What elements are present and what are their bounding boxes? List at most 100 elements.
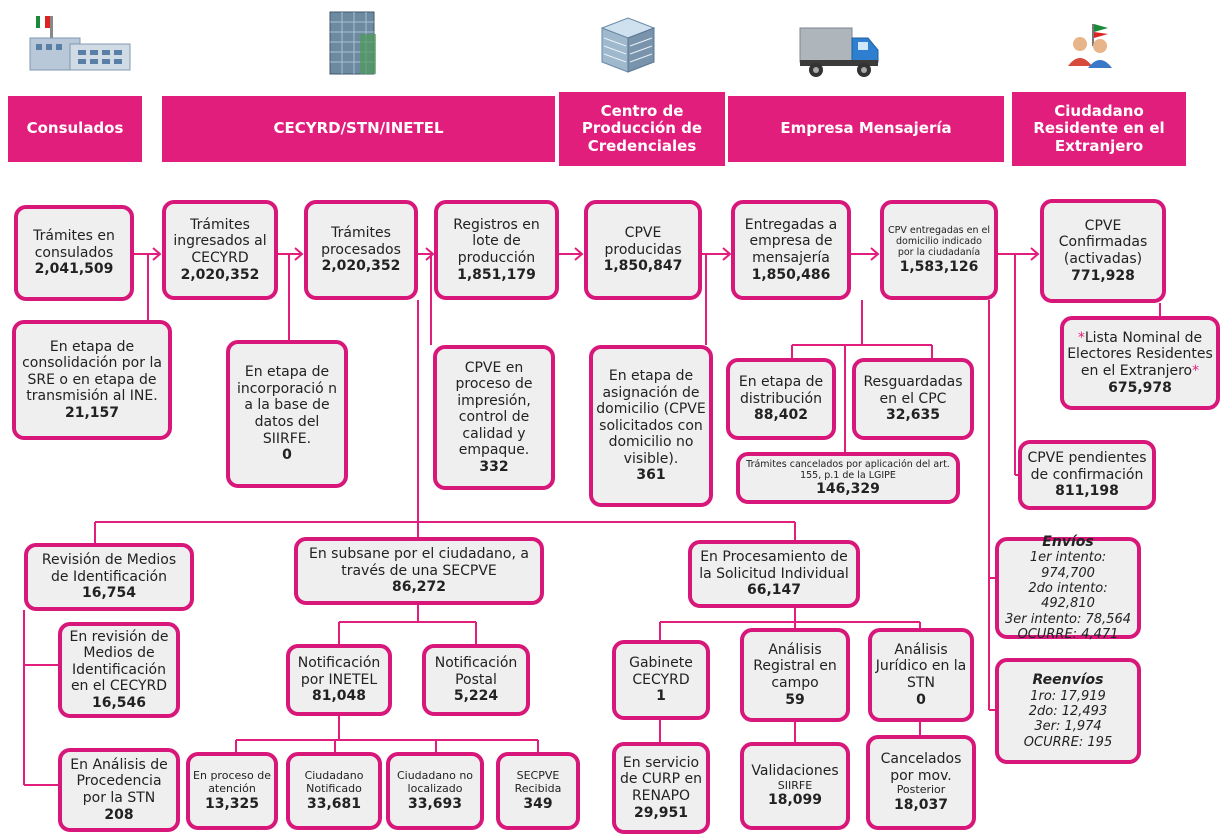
header-ciudadano: Ciudadano Residente en el Extranjero: [1012, 92, 1186, 166]
box-label: Ciudadano no localizado: [396, 768, 474, 795]
box-value: 1,583,126: [899, 258, 979, 275]
header-empresa: Empresa Mensajería: [728, 96, 1004, 162]
box-value: 361: [636, 467, 666, 484]
box-value: 18,099: [767, 792, 823, 809]
box-label: Trámites procesados: [321, 225, 401, 258]
box-value: 86,272: [391, 579, 447, 596]
box-value: 0: [916, 691, 926, 708]
reenvios-title: Reenvíos: [1032, 672, 1104, 689]
reenvios-line: 2do: 12,493: [1028, 703, 1108, 719]
reenvios-line: OCURRE: 195: [1023, 734, 1113, 750]
box-label: Trámites en consulados: [33, 228, 115, 261]
box-value: 33,693: [407, 795, 463, 812]
box-value: 13,325: [204, 795, 260, 812]
envios-line: OCURRE: 4,471: [1017, 626, 1119, 642]
box-value: 675,978: [1108, 379, 1172, 396]
box-label: Resguardadas en el CPC: [863, 374, 963, 407]
box-label: En proceso de atención: [193, 768, 271, 795]
box-value: 349: [523, 795, 553, 812]
box-value: 88,402: [753, 407, 809, 424]
envios-line: 1er intento: 974,700: [1029, 550, 1107, 581]
box-value: 18,037: [893, 797, 949, 814]
box-label: Revisión de Medios de Identificación: [41, 552, 177, 585]
header-cecyrd: CECYRD/STN/INETEL: [162, 96, 555, 162]
box-label: Entregadas a empresa de mensajería: [744, 216, 838, 266]
box-label: Ciudadano Notificado: [304, 768, 364, 795]
proceso-atencion-box: En proceso de atención 13,325: [186, 752, 278, 830]
box-label: SECPVE Recibida: [514, 768, 562, 795]
citizens-flag-icon: [1068, 24, 1112, 68]
box-value: 21,157: [64, 404, 120, 421]
box-value: 208: [104, 806, 134, 823]
box-value: 1: [656, 688, 666, 705]
box-value: 33,681: [306, 795, 362, 812]
distribucion-box: En etapa de distribución 88,402: [726, 358, 836, 440]
lista-nominal-text: Lista Nominal de Electores Residentes en…: [1067, 329, 1213, 379]
box-value: 16,754: [81, 585, 137, 602]
analisis-registral-box: Análisis Registral en campo 59: [740, 628, 850, 722]
ciudadano-notificado-box: Ciudadano Notificado 33,681: [286, 752, 382, 830]
box-label: En etapa de asignación de domicilio (CPV…: [596, 368, 706, 467]
box-value: 0: [282, 447, 292, 464]
box-value: 2,020,352: [180, 266, 260, 283]
box-label: CPVE Confirmadas (activadas): [1058, 217, 1148, 267]
box-label: En servicio de CURP en RENAPO: [619, 754, 703, 804]
asterisk: *: [1192, 363, 1200, 379]
asterisk: *: [1077, 329, 1085, 346]
impresion-box: CPVE en proceso de impresión, control de…: [433, 345, 555, 490]
box-label: En etapa de distribución: [738, 374, 824, 407]
box-value: 1,851,179: [457, 266, 536, 283]
box-label: Trámites ingresados al CECYRD: [173, 216, 267, 266]
envios-line: 2do intento: 492,810: [1028, 580, 1108, 612]
box-value: 1,850,847: [603, 258, 683, 275]
envios-line: 3er intento: 78,564: [1005, 611, 1131, 627]
consulate-building-flag-icon: [29, 16, 131, 71]
box-value: 1,850,486: [751, 266, 831, 283]
cpv-entregadas-domicilio-box: CPV entregadas en el domicilio indicado …: [880, 200, 998, 300]
revision-cecyrd-box: En revisión de Medios de Identificación …: [58, 622, 180, 718]
servicio-curp-box: En servicio de CURP en RENAPO 29,951: [612, 742, 710, 834]
box-label: En revisión de Medios de Identificación …: [69, 628, 169, 695]
envios-box: Envíos 1er intento: 974,700 2do intento:…: [995, 534, 1141, 642]
box-label: Análisis Registral en campo: [753, 641, 837, 691]
box-label: En Procesamiento de la Solicitud Individ…: [699, 549, 849, 582]
production-building-icon: [600, 17, 656, 73]
box-label: Trámites cancelados por aplicación del a…: [746, 458, 950, 481]
entregadas-mensajeria-box: Entregadas a empresa de mensajería 1,850…: [731, 200, 851, 300]
box-value: 29,951: [633, 804, 689, 821]
procesamiento-box: En Procesamiento de la Solicitud Individ…: [688, 540, 860, 608]
box-sublabel: SIIRFE: [777, 778, 813, 792]
cpve-producidas-box: CPVE producidas 1,850,847: [584, 200, 702, 300]
reenvios-box: Reenvíos 1ro: 17,919 2do: 12,493 3er: 1,…: [995, 658, 1141, 764]
box-value: 2,041,509: [34, 261, 114, 278]
notificacion-postal-box: Notificación Postal 5,224: [422, 644, 530, 716]
box-value: 146,329: [816, 480, 880, 497]
resguardadas-box: Resguardadas en el CPC 32,635: [852, 358, 974, 440]
reenvios-line: 3er: 1,974: [1034, 719, 1102, 735]
box-value: 2,020,352: [321, 258, 401, 275]
box-label: CPV entregadas en el domicilio indicado …: [887, 224, 991, 259]
subsane-box: En subsane por el ciudadano, a través de…: [294, 537, 544, 605]
validaciones-box: Validaciones SIIRFE 18,099: [740, 742, 850, 830]
header-centro-produccion: Centro de Producción de Credenciales: [559, 92, 725, 166]
gabinete-cecyrd-box: Gabinete CECYRD 1: [612, 640, 710, 720]
box-sublabel: Posterior: [896, 783, 946, 797]
box-label: Cancelados por mov.: [880, 751, 962, 784]
office-building-icon: [329, 11, 376, 75]
asignacion-box: En etapa de asignación de domicilio (CPV…: [589, 345, 713, 507]
box-label: En etapa de incorporació n a la base de …: [236, 364, 338, 447]
revision-medios-box: Revisión de Medios de Identificación 16,…: [24, 543, 194, 611]
box-label: Gabinete CECYRD: [629, 655, 693, 688]
box-label: En Análisis de Procedencia por la STN: [70, 756, 168, 806]
box-label: Notificación Postal: [434, 655, 518, 688]
box-value: 81,048: [311, 688, 367, 705]
lista-nominal-box: *Lista Nominal de Electores Residentes e…: [1060, 316, 1220, 410]
header-consulados: Consulados: [8, 96, 142, 162]
tramites-ingresados-box: Trámites ingresados al CECYRD 2,020,352: [162, 200, 278, 300]
box-label: CPVE pendientes de confirmación: [1027, 450, 1147, 483]
registros-lote-box: Registros en lote de producción 1,851,17…: [434, 200, 559, 300]
box-label: Registros en lote de producción: [453, 216, 540, 266]
notificacion-inetel-box: Notificación por INETEL 81,048: [286, 644, 392, 716]
box-label: CPVE producidas: [604, 225, 682, 258]
